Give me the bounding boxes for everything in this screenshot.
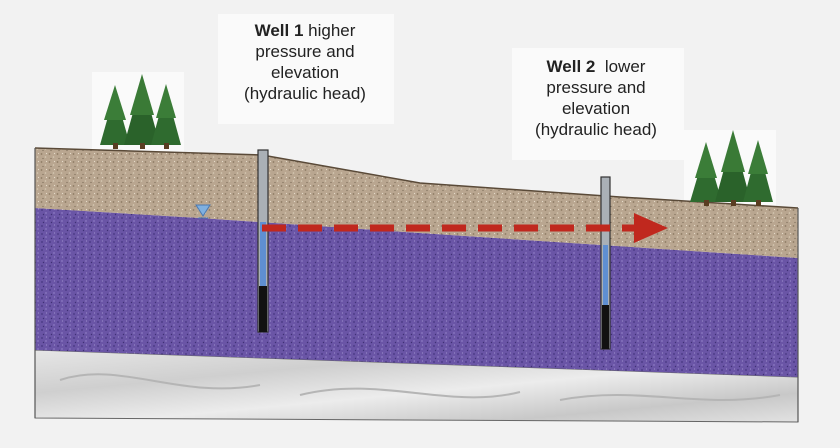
water-table-marker-icon xyxy=(195,204,211,219)
well1-label-background xyxy=(218,14,394,124)
well-1-label-line3: elevation xyxy=(270,63,340,82)
well-1-label: Well 1 higher pressure and elevation (hy… xyxy=(205,20,405,104)
bedrock-veins xyxy=(59,373,781,401)
tree-icon xyxy=(690,130,773,206)
well-1-label-line2: pressure and xyxy=(255,42,355,61)
well-2-name: Well 2 xyxy=(546,57,596,76)
well-2 xyxy=(600,176,611,350)
well-1-label-line4: (hydraulic head) xyxy=(244,84,366,103)
groundwater-flow-arrow xyxy=(262,213,668,243)
well-2-label-line2: pressure and xyxy=(546,78,646,97)
tree-icon xyxy=(100,74,181,149)
well-2-pressure-word: lower xyxy=(604,57,646,76)
well-1-pressure-word: higher xyxy=(308,21,356,40)
well-2-label-line4: (hydraulic head) xyxy=(535,120,657,139)
well-1 xyxy=(257,149,269,333)
well-1-name: Well 1 xyxy=(254,21,304,40)
ground-surface-line xyxy=(34,147,799,209)
well2-label-background xyxy=(512,48,684,160)
well-2-label-line3: elevation xyxy=(561,99,631,118)
well-2-label: Well 2 lower pressure and elevation (hyd… xyxy=(496,56,696,140)
